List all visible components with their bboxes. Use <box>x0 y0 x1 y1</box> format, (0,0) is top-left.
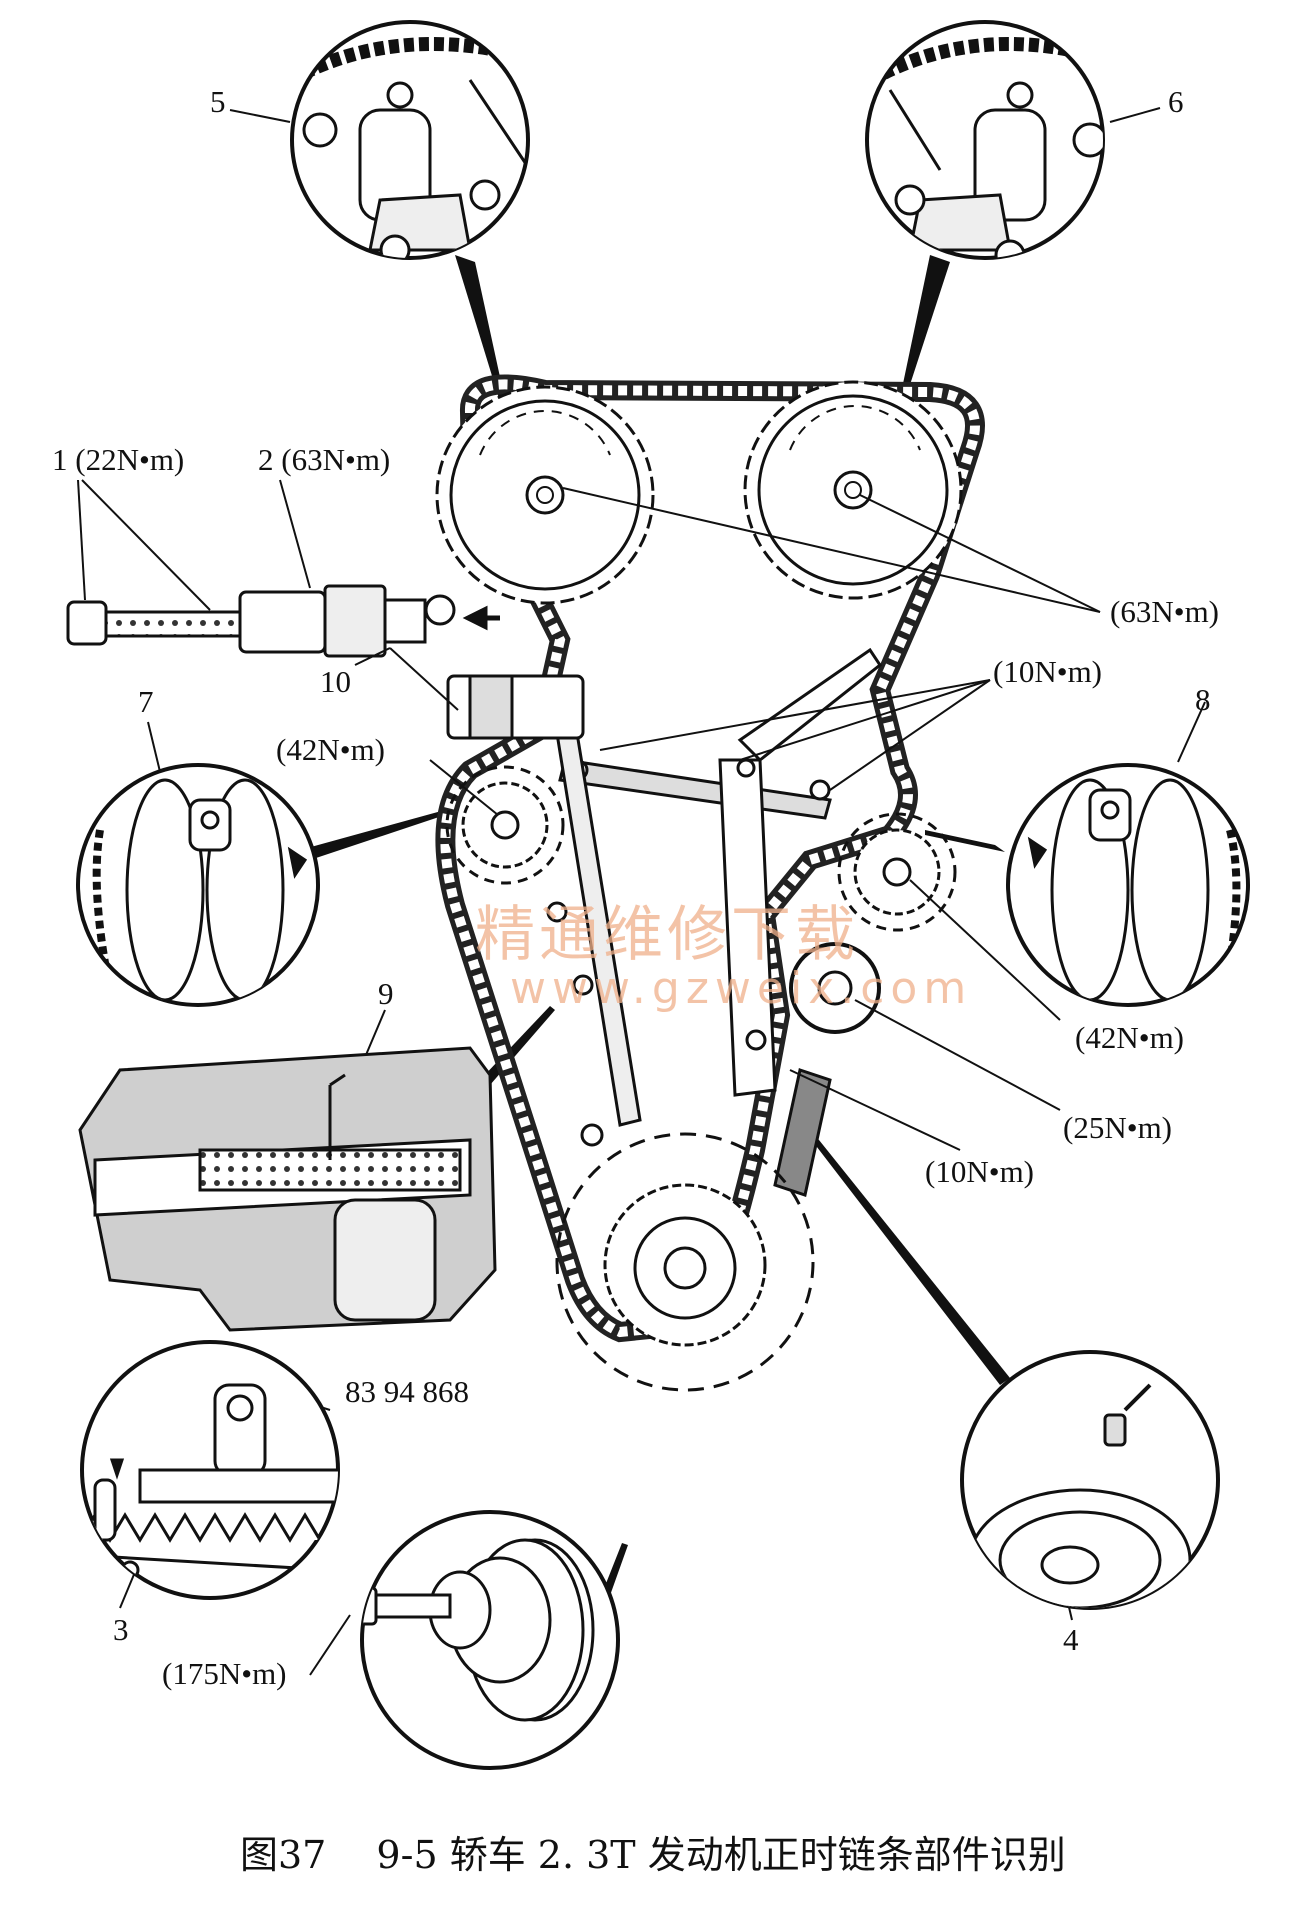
label-2: 2 (63N•m) <box>258 442 390 477</box>
torque-cam: (63N•m) <box>1110 594 1219 629</box>
callout-4-detail <box>960 1350 1220 1610</box>
left-balance-sprocket <box>445 765 565 885</box>
tensioner-cutaway-9 <box>78 1046 497 1332</box>
chain-guides <box>548 647 883 1197</box>
crank-pulley-detail <box>360 1510 620 1770</box>
cover-bolts <box>546 901 604 1147</box>
callout-8-detail <box>1006 763 1250 1007</box>
torque-42-left: (42N•m) <box>276 732 385 767</box>
right-balance-sprocket <box>837 812 957 932</box>
torque-10-lower: (10N•m) <box>925 1154 1034 1189</box>
torque-25: (25N•m) <box>1063 1110 1172 1145</box>
watermark-text: 精通维修下载 <box>475 900 859 970</box>
intake-cam-sprocket <box>435 385 655 605</box>
label-7: 7 <box>138 684 154 719</box>
callout-7-detail <box>76 763 320 1007</box>
callout-5-detail <box>290 20 530 260</box>
watermark-url: www.gzweix.com <box>510 963 972 1014</box>
tensioner-assembly <box>66 584 585 740</box>
callout-3-detail <box>80 1340 340 1600</box>
label-10: 10 <box>320 664 351 699</box>
labels: 1 (22N•m) 2 (63N•m) 5 6 7 8 9 10 3 4 (63… <box>52 84 1219 1691</box>
crank-sprocket <box>555 1132 815 1392</box>
label-8: 8 <box>1195 682 1211 717</box>
label-5: 5 <box>210 84 226 119</box>
leader-lines <box>77 107 1206 1676</box>
idler-pulley <box>789 942 881 1034</box>
label-3: 3 <box>113 1612 129 1647</box>
exhaust-cam-sprocket <box>743 380 963 600</box>
figure-caption: 图37 9-5 轿车 2. 3T 发动机正时链条部件识别 <box>240 1833 1066 1877</box>
tool-number: 83 94 868 <box>345 1374 469 1409</box>
torque-175: (175N•m) <box>162 1656 287 1691</box>
torque-10-upper: (10N•m) <box>993 654 1102 689</box>
label-9: 9 <box>378 976 394 1011</box>
label-4: 4 <box>1063 1622 1079 1657</box>
label-6: 6 <box>1168 84 1184 119</box>
torque-42-right: (42N•m) <box>1075 1020 1184 1055</box>
label-1: 1 (22N•m) <box>52 442 184 477</box>
callout-6-detail <box>865 20 1105 260</box>
